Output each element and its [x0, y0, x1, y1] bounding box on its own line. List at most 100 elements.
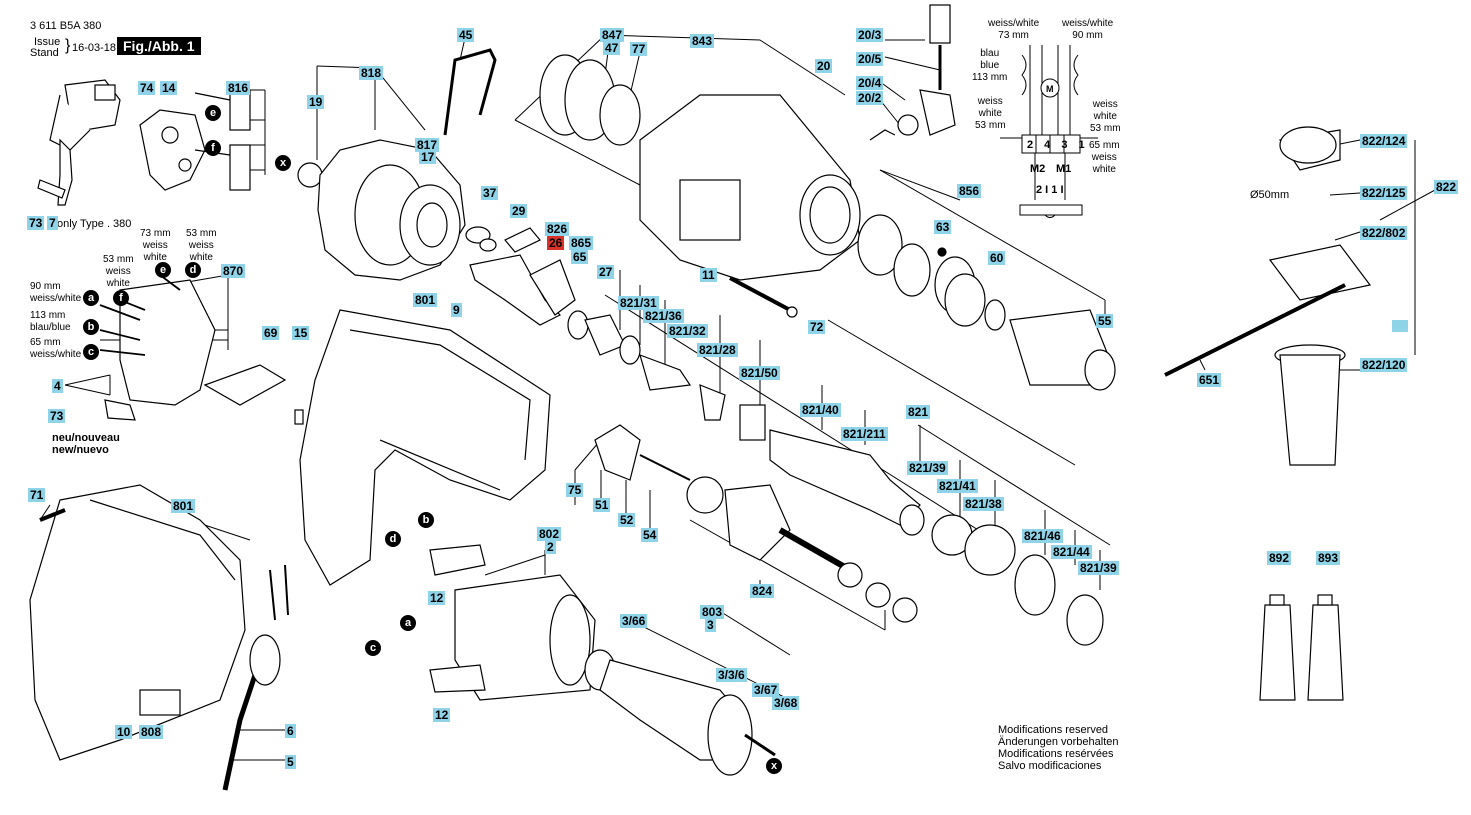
part-label: 865: [569, 236, 594, 250]
schem-motor: M: [1046, 84, 1054, 94]
intermediate-shaft-824: [686, 476, 918, 623]
part-label: 73: [48, 409, 66, 423]
part-label: 15: [292, 326, 310, 340]
part-label: 892: [1267, 551, 1292, 565]
part-label: 802: [537, 527, 562, 541]
side-handle: [1164, 126, 1372, 466]
mod-line: Modifications resérvées: [998, 748, 1114, 760]
part-label: 816: [226, 81, 251, 95]
part-label: 808: [139, 725, 164, 739]
part-label: 54: [641, 528, 659, 542]
part-label: 51: [593, 498, 611, 512]
schem-text: white: [1093, 111, 1117, 122]
part-label: 69: [262, 326, 280, 340]
part-label: 27: [597, 265, 615, 279]
wire-color-en: white: [189, 252, 213, 263]
marker-a: a: [400, 615, 416, 631]
wire-len: 53 mm: [103, 254, 134, 265]
part-label: 63: [934, 220, 952, 234]
stand-label: Stand: [30, 47, 59, 59]
wire-len: 113 mm: [30, 310, 66, 321]
part-label: 72: [808, 320, 826, 334]
part-label: 10: [115, 725, 133, 739]
part-label: 856: [957, 184, 982, 198]
part-label: 893: [1316, 551, 1341, 565]
part-label: 651: [1197, 373, 1222, 387]
part-label: 3/68: [772, 696, 800, 710]
gear-housing: [639, 94, 861, 281]
gasket-45: [443, 48, 497, 136]
screw-72: [729, 276, 798, 318]
mod-line: Salvo modificaciones: [998, 760, 1102, 772]
cable-wires: [269, 564, 289, 621]
wire-len: 73 mm: [140, 228, 171, 239]
wire-len: 53 mm: [186, 228, 217, 239]
part-label: 75: [566, 483, 584, 497]
pin-15: [294, 409, 304, 425]
diameter-note: Ø50mm: [1250, 189, 1290, 201]
schem-text: blau: [980, 48, 1000, 59]
brush-assembly-20: [869, 4, 956, 141]
wire-len: 90 mm: [30, 281, 61, 292]
wire-color: weiss: [105, 266, 131, 277]
schem-text: weiss/white: [988, 18, 1040, 29]
part-label: 73: [27, 216, 45, 230]
part-label: 821/50: [739, 366, 780, 380]
part-label: 20: [815, 59, 833, 73]
part-label: 52: [618, 513, 636, 527]
schem-lower-terminals: 2 I 1 I: [1036, 184, 1064, 196]
part-label: 12: [428, 591, 446, 605]
schem-text: weiss: [1091, 152, 1117, 163]
schem-text: weiss: [1092, 99, 1118, 110]
part-label: 847: [600, 28, 625, 42]
tool-holder-parts: [857, 214, 1116, 391]
part-label: 821/46: [1022, 529, 1063, 543]
part-label: 803: [700, 605, 725, 619]
spindle-parts: [465, 226, 766, 441]
wiring-schematic: [1000, 45, 1098, 218]
wire-color-en: white: [143, 252, 167, 263]
marker-d: d: [185, 262, 201, 278]
housing-half-801: [29, 484, 246, 761]
part-label: 5: [285, 755, 296, 769]
only-type-note: only Type . 380: [57, 218, 132, 230]
flange-17: [297, 139, 466, 281]
issue-label: Issue: [34, 36, 61, 48]
wire-color-en: white: [106, 278, 130, 289]
part-label: 821/39: [1078, 561, 1119, 575]
part-label: 7: [47, 216, 58, 230]
part-label-highlighted: 26: [547, 236, 565, 250]
seal-rings: [539, 54, 641, 146]
schem-text: 73 mm: [998, 30, 1029, 41]
part-label: 65: [571, 250, 589, 264]
part-label: 821/211: [841, 427, 888, 441]
part-label: 843: [690, 34, 715, 48]
part-label: 4: [52, 379, 63, 393]
part-label: 20/4: [856, 76, 884, 90]
marker-a: a: [83, 290, 99, 306]
mod-line: Modifications reserved: [998, 724, 1109, 736]
part-label: 12: [433, 708, 451, 722]
marker-e: e: [205, 105, 221, 121]
part-label: 11: [700, 268, 717, 282]
neu-note-2: new/nuevo: [52, 444, 109, 456]
main-housing-801: [299, 309, 551, 586]
part-label: 77: [630, 42, 648, 56]
schem-text: 90 mm: [1072, 30, 1103, 41]
part-label: 20/3: [856, 28, 884, 42]
part-label: 870: [221, 264, 246, 278]
part-label: 821/31: [618, 296, 659, 310]
schem-text: white: [978, 108, 1002, 119]
part-label: 817: [415, 138, 440, 152]
part-label: 20/2: [856, 91, 884, 105]
